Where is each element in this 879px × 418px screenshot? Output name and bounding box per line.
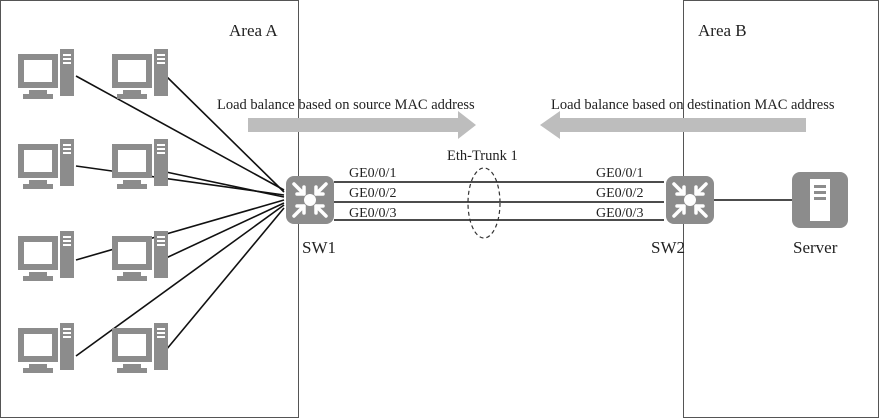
pc-icon: [18, 49, 74, 99]
area-a-label: Area A: [229, 21, 278, 40]
area-b-label: Area B: [698, 21, 747, 40]
pc-link: [165, 207, 285, 351]
pc-link: [75, 204, 285, 357]
sw2-port-label: GE0/0/2: [596, 186, 643, 201]
sw1-label: SW1: [302, 238, 336, 257]
destination-balance-label: Load balance based on destination MAC ad…: [551, 97, 835, 113]
pc-icon: [112, 231, 168, 281]
sw1-port-label: GE0/0/2: [349, 186, 396, 201]
pc-icon: [18, 139, 74, 189]
sw1-port-label: GE0/0/3: [349, 206, 396, 221]
eth-trunk-ellipse: [467, 167, 501, 239]
destination-balance-arrow: [540, 111, 806, 139]
sw1-port-label: GE0/0/1: [349, 166, 396, 181]
pc-icon: [18, 231, 74, 281]
pc-link: [165, 171, 285, 198]
pc-link: [75, 75, 285, 191]
server-icon: [792, 172, 848, 228]
pc-icon: [112, 49, 168, 99]
sw2-label: SW2: [651, 238, 685, 257]
sw2-port-label: GE0/0/3: [596, 206, 643, 221]
pc-icon: [18, 323, 74, 373]
pc-links: [75, 75, 285, 357]
sw2-icon: [664, 174, 716, 226]
pc-icon: [112, 139, 168, 189]
pc-icon: [112, 323, 168, 373]
sw2-port-label: GE0/0/1: [596, 166, 643, 181]
pc-link: [75, 199, 285, 261]
sw1-icon: [284, 174, 336, 226]
trunk-links: [334, 181, 664, 221]
source-balance-label: Load balance based on source MAC address: [217, 97, 475, 113]
server-label: Server: [793, 238, 838, 257]
pc-link: [165, 75, 285, 193]
source-balance-arrow: [248, 111, 476, 139]
pc-link: [165, 202, 285, 259]
eth-trunk-label: Eth-Trunk 1: [447, 148, 518, 164]
